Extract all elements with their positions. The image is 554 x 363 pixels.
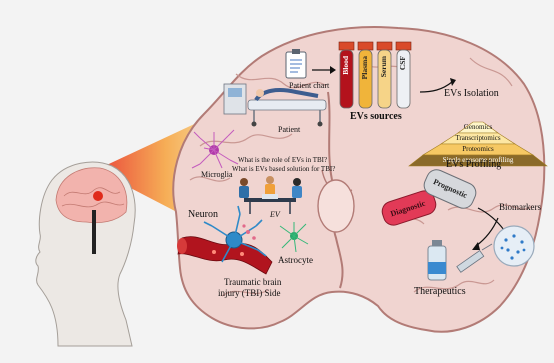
patient-chart-label: Patient chart xyxy=(289,82,329,90)
vial-icon xyxy=(428,240,446,280)
question-solution: What is EVs based solution for TBI? xyxy=(232,166,335,173)
pyramid-tier-label: Genomics xyxy=(464,124,492,131)
neuron-label: Neuron xyxy=(188,210,218,220)
microglia-label: Microglia xyxy=(201,171,233,179)
tube-cap xyxy=(377,42,392,50)
tube-cap xyxy=(339,42,354,50)
tbi-side-label-line2: injury (TBI) Side xyxy=(218,289,281,298)
pyramid-tier-label: Transcriptomics xyxy=(455,135,500,142)
evs-isolation-label: EVs Isolation xyxy=(444,89,499,99)
biomarkers-label: Biomarkers xyxy=(499,203,541,212)
evs-profiling-label: EVs Profiling xyxy=(446,160,501,170)
therapeutics-label: Therapeutics xyxy=(414,287,466,297)
astrocyte-label: Astrocyte xyxy=(278,256,313,265)
tbi-side-label-line1: Traumatic brain xyxy=(224,278,281,287)
tube-label-blood: Blood xyxy=(342,56,350,75)
petri-dish-icon xyxy=(494,226,534,266)
patient-chart-icon xyxy=(286,49,306,78)
tube-label-csf: CSF xyxy=(399,56,407,70)
tube-label-serum: Serum xyxy=(380,56,388,77)
pyramid-tier-label: Proteomics xyxy=(462,146,494,153)
tube-cap xyxy=(358,42,373,50)
human-head-icon xyxy=(36,162,135,346)
patient-label: Patient xyxy=(278,126,300,134)
evs-sources-label: EVs sources xyxy=(350,112,402,122)
tube-cap xyxy=(396,42,411,50)
question-role: What is the role of EVs in TBI? xyxy=(238,157,327,164)
tube-label-plasma: Plasma xyxy=(361,56,369,79)
ev-label: EV xyxy=(270,211,280,219)
